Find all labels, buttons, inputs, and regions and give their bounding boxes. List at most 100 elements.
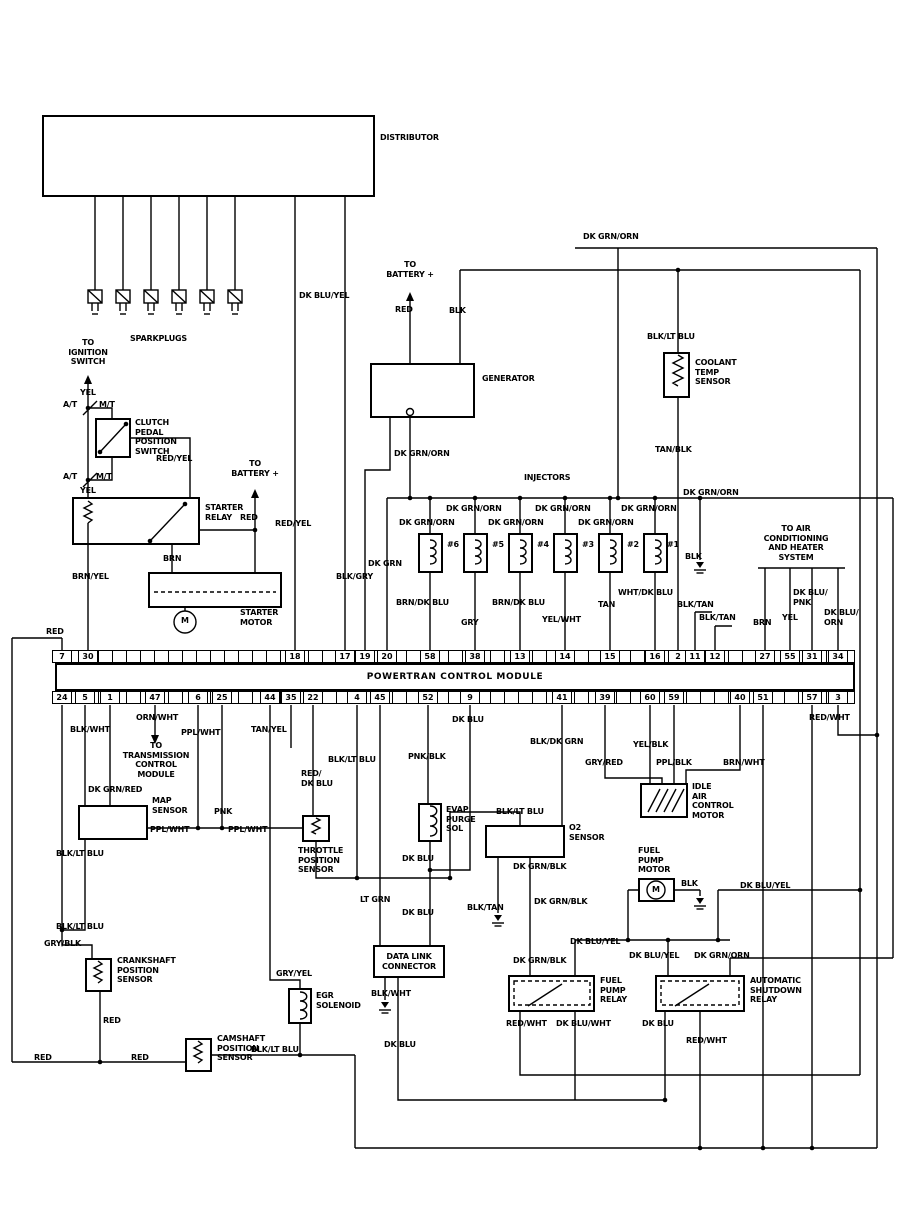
- wire-label: DK BLU: [384, 1040, 416, 1049]
- asd-relay-switch-icon: [674, 983, 710, 1007]
- starter-relay-label: STARTER RELAY: [205, 503, 244, 522]
- wire-label: DK GRN/ORN: [683, 488, 739, 497]
- clutch-pedal-position-switch-label: CLUTCH PEDAL POSITION SWITCH: [135, 418, 177, 456]
- wire-label: BRN: [163, 554, 182, 563]
- pcm-pin-15: 15: [600, 650, 620, 663]
- fuel-pump-relay-label: FUEL PUMP RELAY: [600, 976, 627, 1005]
- wire-label: DK GRN/ORN: [446, 504, 502, 513]
- injector-box: [643, 533, 668, 573]
- idle-air-control-motor-box: [640, 783, 688, 818]
- fuel-pump-motor-icon: [646, 880, 666, 900]
- starter-motor-label: STARTER MOTOR: [240, 608, 279, 627]
- arrow-icons: [84, 292, 414, 744]
- wire-label: DK GRN/ORN: [394, 449, 450, 458]
- injector-box: [463, 533, 488, 573]
- wire-label: DK GRN/BLK: [534, 897, 588, 906]
- wire-label: DK GRN/ORN: [399, 518, 455, 527]
- wire-label: DK BLU: [642, 1019, 674, 1028]
- pcm-pin-40: 40: [730, 691, 750, 704]
- wire-label: BLK/LT BLU: [496, 807, 544, 816]
- wire-label: BLK/LT BLU: [251, 1045, 299, 1054]
- data-link-connector-box: DATA LINK CONNECTOR: [373, 945, 445, 978]
- wire-label: BLK: [449, 306, 466, 315]
- sparkplug-icon: [199, 282, 215, 315]
- pcm-pin-45: 45: [370, 691, 390, 704]
- fuel-pump-relay-switch-icon: [527, 983, 563, 1007]
- pcm-pin-5: 5: [75, 691, 95, 704]
- coolant-resistor-icon: [671, 354, 685, 387]
- pcm-pin-38: 38: [465, 650, 485, 663]
- pcm-pin-3: 3: [828, 691, 848, 704]
- wire-label: BRN: [753, 618, 772, 627]
- arrow-up-icon: [84, 375, 92, 384]
- coolant-temp-sensor-box: [663, 352, 690, 398]
- sparkplug-icons: [87, 282, 243, 315]
- fuel-pump-motor-label: FUEL PUMP MOTOR: [638, 846, 671, 875]
- sparkplug-icon: [115, 282, 131, 315]
- pcm-pin-20: 20: [377, 650, 397, 663]
- wire-label: BRN/DK BLU: [492, 598, 545, 607]
- wire-label: RED: [240, 513, 258, 522]
- wire-label: RED: [46, 627, 64, 636]
- wire-label: DK GRN/ORN: [578, 518, 634, 527]
- generator-box: [370, 363, 475, 418]
- wire-label: BLK/TAN: [677, 600, 714, 609]
- wire-label: DK BLU/ ORN: [824, 608, 859, 627]
- wire-label: DK BLU: [452, 715, 484, 724]
- pcm-pin-14: 14: [555, 650, 575, 663]
- sparkplug-icon: [227, 282, 243, 315]
- throttle-resistor-icon: [310, 817, 322, 835]
- wire-label: RED/ DK BLU: [301, 769, 333, 788]
- wire-label: DK GRN/ORN: [488, 518, 544, 527]
- junction-dots: [59, 267, 880, 1151]
- pcm-pin-13: 13: [510, 650, 530, 663]
- pcm-label: POWERTRAN CONTROL MODULE: [366, 672, 544, 682]
- pcm-pin-19: 19: [355, 650, 375, 663]
- wire-label: DK BLU/WHT: [556, 1019, 611, 1028]
- wire-label: M/T: [96, 472, 112, 481]
- crank-resistor-icon: [92, 960, 104, 984]
- wire-label: DK BLU/YEL: [629, 951, 680, 960]
- evap-purge-sol-label: EVAP PURGE SOL: [446, 805, 476, 834]
- wire-label: GRY/BLK: [44, 939, 81, 948]
- wire-label: GRY: [461, 618, 479, 627]
- pcm-pin-58: 58: [420, 650, 440, 663]
- ground-icon: [378, 1001, 392, 1014]
- ground-icon: [491, 914, 505, 927]
- wire-label: M/T: [99, 400, 115, 409]
- clutch-pedal-position-switch-box: [95, 418, 131, 458]
- egr-solenoid-label: EGR SOLENOID: [316, 991, 361, 1010]
- wire-label: #6: [447, 540, 459, 549]
- crankshaft-position-sensor-box: [85, 958, 112, 992]
- arrow-up-icon: [251, 489, 259, 498]
- pcm-pin-31: 31: [802, 650, 822, 663]
- coolant-temp-sensor-label: COOLANT TEMP SENSOR: [695, 358, 737, 387]
- wire-label: BLK/LT BLU: [328, 755, 376, 764]
- wire-label: #3: [582, 540, 594, 549]
- wire-label: DK GRN/ORN: [621, 504, 677, 513]
- wire-label: YEL: [80, 388, 96, 397]
- wire-label: BLK/DK GRN: [530, 737, 584, 746]
- pcm-pin-41: 41: [552, 691, 572, 704]
- pcm-pin-60: 60: [640, 691, 660, 704]
- starter-motor-box: [148, 572, 282, 608]
- wire-label: RED/WHT: [506, 1019, 547, 1028]
- pcm-pin-9: 9: [460, 691, 480, 704]
- wire-label: DK BLU: [402, 854, 434, 863]
- starter-relay-coil-icon: [82, 500, 94, 524]
- pcm-pin-39: 39: [595, 691, 615, 704]
- wire-label: M: [652, 885, 660, 894]
- wire-label: #4: [537, 540, 549, 549]
- arrow-down-icon: [151, 735, 159, 744]
- pcm-pin-22: 22: [303, 691, 323, 704]
- data-link-connector-label: DATA LINK CONNECTOR: [381, 951, 437, 971]
- pcm-pin-52: 52: [418, 691, 438, 704]
- wire-label: DK GRN/RED: [88, 785, 143, 794]
- pcm-pin-16: 16: [645, 650, 665, 663]
- wire-label: BLK: [681, 879, 698, 888]
- wire-label: LT GRN: [360, 895, 391, 904]
- wire-label: #5: [492, 540, 504, 549]
- camshaft-position-sensor-label: CAMSHAFT POSITION SENSOR: [217, 1034, 265, 1063]
